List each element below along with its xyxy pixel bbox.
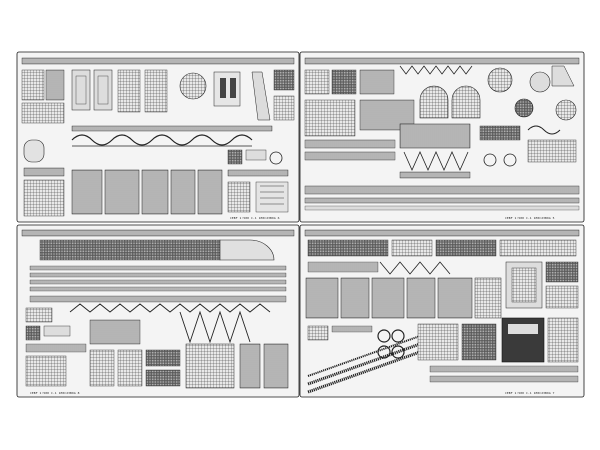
sheet-5: CEBF 1:500 C-1 1E0C23B9A 5 — [299, 51, 585, 223]
sheet-7-label: CEBF 1:500 C-1 1E0C23B9A 7 — [505, 391, 555, 395]
sheet-6: CEBF 1:500 C-1 1E0C23B9A 6 — [16, 51, 300, 223]
sheet-8: CEBF 1:500 C-1 1E0C23B9A 8 — [16, 224, 300, 398]
sheet-8-label: CEBF 1:500 C-1 1E0C23B9A 8 — [30, 391, 80, 395]
sheet-7: CEBF 1:500 C-1 1E0C23B9A 7 — [299, 224, 585, 398]
sheet-6-label: CEBF 1:500 C-1 1E0C23B9A 6 — [230, 216, 280, 220]
sheet-5-label: CEBF 1:500 C-1 1E0C23B9A 5 — [505, 216, 555, 220]
